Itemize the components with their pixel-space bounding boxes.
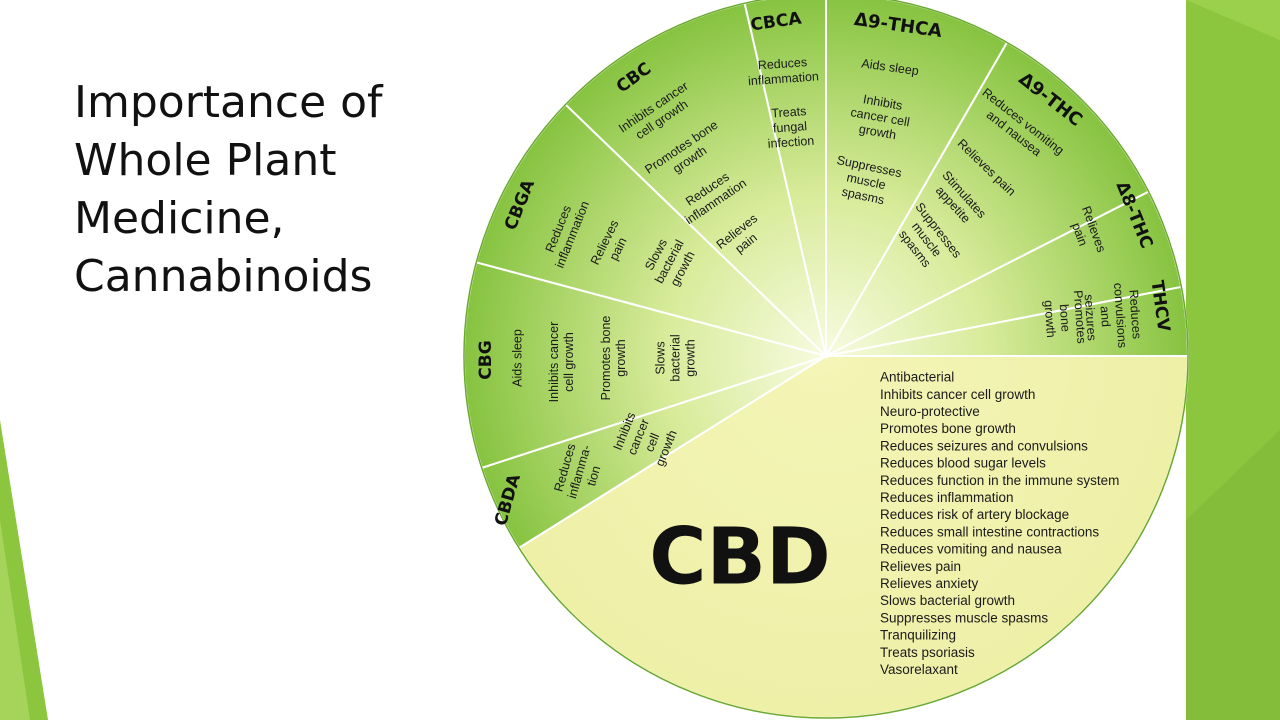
benefit-line: Slows [653, 341, 667, 374]
title-line: Whole Plant [74, 135, 337, 186]
cbd-benefit: Reduces inflammation [880, 490, 1014, 505]
cbd-benefit: Treats psoriasis [880, 645, 975, 660]
benefit-line: growth [683, 339, 697, 377]
slide-title: Importance of Whole Plant Medicine, Cann… [74, 74, 434, 306]
title-line: Medicine, [74, 193, 285, 244]
cbd-benefit: Antibacterial [880, 370, 954, 385]
left-accent-decoration [0, 0, 60, 720]
benefit-line: convulsions [1111, 282, 1130, 348]
benefit-line: fungal [772, 119, 807, 135]
benefit-line: Inhibits cancer [547, 322, 561, 403]
benefit-line: growth [858, 122, 897, 142]
benefit-line: Aids sleep [510, 329, 524, 387]
cbd-benefit: Slows bacterial growth [880, 593, 1015, 608]
benefit-line: bone [1057, 304, 1073, 333]
benefit-line: growth [1041, 300, 1058, 338]
cbd-benefit: Tranquilizing [880, 628, 956, 643]
benefit-line: growth [614, 339, 628, 377]
wheel-outline [463, 0, 1189, 719]
cbd-benefit: Vasorelaxant [880, 662, 958, 677]
cbd-benefit: Reduces function in the immune system [880, 473, 1119, 488]
cbd-benefit: Suppresses muscle spasms [880, 610, 1048, 625]
benefit-cbg: Aids sleep [510, 329, 524, 387]
cbd-benefit: Reduces seizures and convulsions [880, 438, 1088, 453]
benefit-line: inflammation [748, 69, 820, 88]
cbd-benefit: Inhibits cancer cell growth [880, 387, 1035, 402]
benefit-line: Inhibits [862, 92, 903, 113]
benefit-line: infection [767, 134, 814, 151]
benefit-line: Reduces [757, 55, 807, 72]
benefit-line: tion [584, 464, 603, 487]
cbd-benefit: Neuro-protective [880, 404, 980, 419]
cbd-benefit: Reduces risk of artery blockage [880, 507, 1069, 522]
segment-title-cbg: CBG [476, 340, 496, 379]
cbd-benefit: Promotes bone growth [880, 421, 1016, 436]
cbd-benefit: Reduces blood sugar levels [880, 456, 1046, 471]
cbd-benefit: Reduces small intestine contractions [880, 524, 1099, 539]
cbd-title: CBD [649, 512, 830, 602]
benefit-line: Reduces [1126, 289, 1143, 339]
title-line: Cannabinoids [74, 251, 373, 302]
wheel-segments [463, 0, 1190, 719]
benefit-line: Promotes [1071, 290, 1089, 344]
benefit-line: seizures [1082, 294, 1099, 341]
benefit-line: and [1098, 306, 1113, 328]
benefit-line: Treats [771, 104, 807, 120]
right-band-shading [1186, 0, 1280, 720]
cbd-benefit: Reduces vomiting and nausea [880, 542, 1062, 557]
benefit-line: Promotes bone [599, 316, 613, 401]
benefit-line: bacterial [668, 334, 682, 381]
benefit-line: cell [642, 431, 662, 454]
title-line: Importance of [74, 77, 383, 128]
benefit-line: cell growth [562, 332, 576, 392]
cbd-benefit: Relieves pain [880, 559, 961, 574]
cbd-benefit: Relieves anxiety [880, 576, 979, 591]
